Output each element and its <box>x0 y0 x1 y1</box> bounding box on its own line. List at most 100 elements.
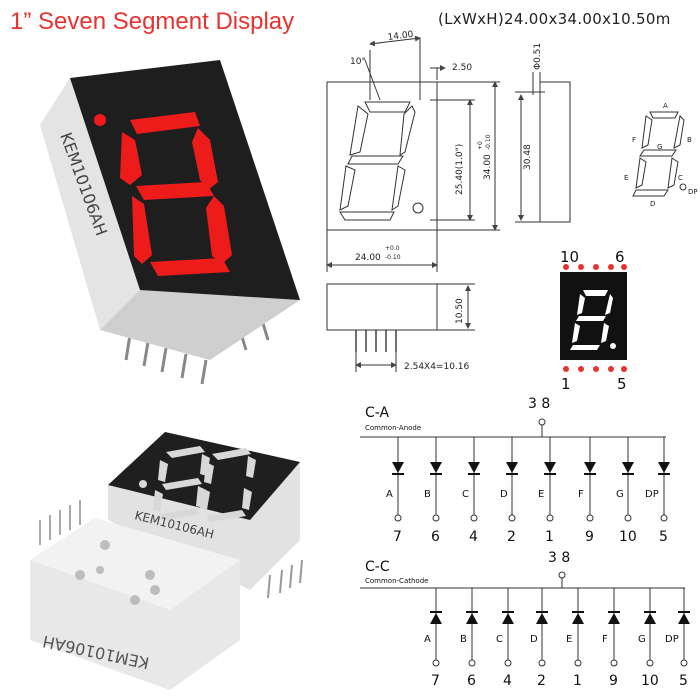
pinout-segments <box>570 290 616 350</box>
ca-segment-e: E <box>538 489 544 500</box>
cc-segment-a: A <box>424 634 431 645</box>
cc-pin-g: 10 <box>641 673 659 689</box>
segment-map-label-a: A <box>663 102 668 110</box>
bottom-view-drawing <box>326 283 475 372</box>
digit-height-label: 25.40(1.0") <box>455 144 465 195</box>
pinout-pads <box>563 264 627 372</box>
ca-pin-g: 10 <box>619 529 637 545</box>
back-face <box>108 432 300 520</box>
cc-segment-labels: A B C D E F G DP <box>424 634 679 645</box>
cc-title: C-C <box>365 559 390 575</box>
segment-map-label-c: C <box>678 174 683 182</box>
segment-map-labels: A B C D E F G DP <box>624 102 698 208</box>
pin-top-left-label: 10 <box>560 248 579 266</box>
ca-pin-b: 6 <box>431 529 440 545</box>
ca-segment-labels: A B C D E F G DP <box>386 489 659 500</box>
ca-diodes <box>392 462 670 475</box>
common-anode-schematic: A B C D E F G DP 7 6 4 2 1 9 10 5 C-A Co… <box>360 396 670 545</box>
cc-segment-dp: DP <box>665 634 679 645</box>
total-height-tol-plus: +0 <box>477 141 484 150</box>
pinout-labels: 10 6 1 5 <box>560 248 627 393</box>
top-width-label: 14.00 <box>387 30 414 43</box>
cc-pin-a: 7 <box>431 673 440 689</box>
ca-title: C-A <box>365 405 390 421</box>
ca-pin-a: 7 <box>393 529 402 545</box>
front-digit <box>339 101 424 221</box>
pinout-diagram <box>560 264 627 372</box>
pitch-label: 2.54X4=10.16 <box>404 362 470 372</box>
front-view-drawing <box>326 35 500 272</box>
ca-segment-dp: DP <box>645 489 659 500</box>
dp-offset-label: 2.50 <box>452 63 472 73</box>
cc-segment-c: C <box>496 634 503 645</box>
front-case-top <box>30 518 240 610</box>
cc-pin-dp: 5 <box>679 673 688 689</box>
bottom-pins <box>355 330 397 352</box>
red-segments <box>94 112 232 276</box>
ca-pin-f: 9 <box>585 529 594 545</box>
case-holes <box>75 540 160 605</box>
ca-segment-f: F <box>578 489 584 500</box>
side-view-drawing <box>515 72 571 223</box>
pin-bottom-left-label: 1 <box>561 375 571 393</box>
cc-pin-c: 4 <box>503 673 512 689</box>
pin-bottom-right-label: 5 <box>617 375 627 393</box>
ca-pin-d: 2 <box>507 529 516 545</box>
gray-segments <box>139 446 256 522</box>
segment-map-label-g: G <box>657 143 662 151</box>
ca-subtitle: Common-Anode <box>365 424 421 432</box>
ca-wiring <box>360 418 668 522</box>
ca-pin-e: 1 <box>545 529 554 545</box>
cc-segment-e: E <box>566 634 572 645</box>
segment-map-label-b: B <box>687 136 692 144</box>
segment-map-label-e: E <box>624 174 628 182</box>
ca-segment-b: B <box>424 489 431 500</box>
case-side <box>40 78 225 360</box>
cc-segment-b: B <box>460 634 467 645</box>
bottom-view-labels: 10.50 2.54X4=10.16 <box>404 298 470 372</box>
product-photo-red: KEM10106AH <box>40 60 300 385</box>
back-pins <box>267 559 303 599</box>
pin-top-right-label: 6 <box>615 248 625 266</box>
side-height-label: 30.48 <box>523 144 533 170</box>
total-height-tol-minus: -0.10 <box>485 134 492 150</box>
product-photo-cases: KEM10106AH KEM10106AH <box>30 432 303 690</box>
segment-map-label-d: D <box>650 200 655 208</box>
angle-label: 10° <box>350 57 366 67</box>
case-bottom <box>100 290 300 360</box>
ca-common-pins: 3 8 <box>528 396 550 412</box>
display-face <box>70 60 300 300</box>
front-view-labels: 14.00 10° 2.50 25.40(1.0") 34.00 +0 -0.1… <box>350 30 493 263</box>
ca-segment-c: C <box>462 489 469 500</box>
cc-pin-e: 1 <box>573 673 582 689</box>
segment-map-digit <box>632 111 687 197</box>
ca-pin-labels: 7 6 4 2 1 9 10 5 <box>393 529 668 545</box>
cc-common-pins: 3 8 <box>548 550 570 566</box>
depth-label: 10.50 <box>455 298 465 324</box>
cc-pin-d: 2 <box>537 673 546 689</box>
ca-pin-dp: 5 <box>659 529 668 545</box>
cc-pin-labels: 7 6 4 2 1 9 10 5 <box>431 673 688 689</box>
segment-map-label-dp: DP <box>688 188 698 196</box>
pin-diameter-label: Φ0.51 <box>533 43 543 70</box>
ca-pin-c: 4 <box>469 529 478 545</box>
front-outline <box>326 81 438 231</box>
cc-subtitle: Common-Cathode <box>365 577 428 585</box>
total-height-label: 34.00 <box>483 154 493 180</box>
cc-segment-d: D <box>530 634 538 645</box>
width-tol-plus: +0.0 <box>385 245 400 252</box>
width-tol-minus: -0.10 <box>385 254 401 261</box>
cc-pin-b: 6 <box>467 673 476 689</box>
common-cathode-schematic: A B C D E F G DP 7 6 4 2 1 9 10 5 C-C Co… <box>360 550 690 689</box>
dimensions-header: (LxWxH)24.00x34.00x10.50m <box>438 10 671 28</box>
side-view-labels: Φ0.51 30.48 <box>523 43 543 170</box>
cc-diodes <box>430 611 690 624</box>
cc-segment-f: F <box>602 634 608 645</box>
ca-segment-d: D <box>500 489 508 500</box>
width-label: 24.00 <box>355 253 381 263</box>
page-title: 1” Seven Segment Display <box>10 8 295 35</box>
cc-wiring <box>360 571 688 667</box>
cc-pin-f: 9 <box>609 673 618 689</box>
segment-map-label-f: F <box>632 136 636 144</box>
